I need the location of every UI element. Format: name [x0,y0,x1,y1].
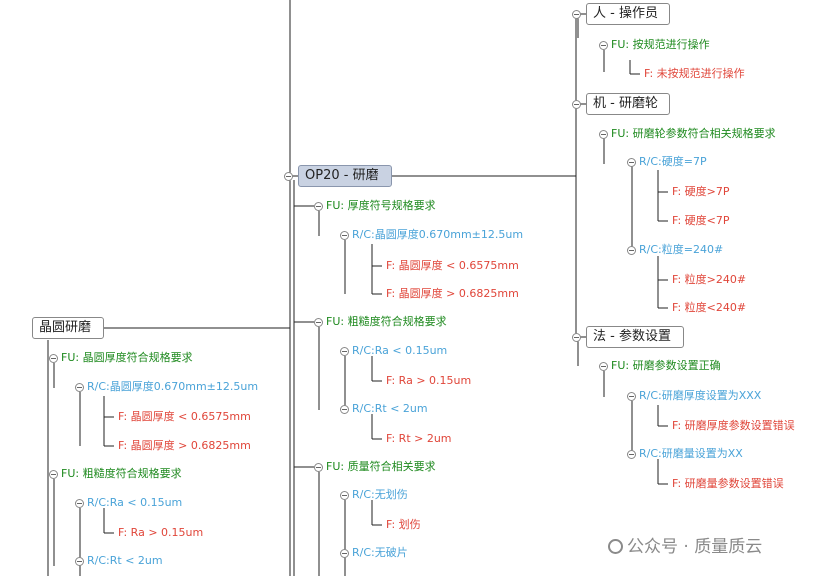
machine-node[interactable]: 机 - 研磨轮 [586,93,670,115]
op20-fu-quality: FU: 质量符合相关要求 [326,460,436,473]
op20-f-rt: F: Rt > 2um [386,432,452,445]
collapse-toggle-icon[interactable] [627,392,636,401]
collapse-toggle-icon[interactable] [340,347,349,356]
collapse-toggle-icon[interactable] [49,470,58,479]
collapse-toggle-icon[interactable] [627,450,636,459]
method-fu: FU: 研磨参数设置正确 [611,359,721,372]
machine-fu: FU: 研磨轮参数符合相关规格要求 [611,127,776,140]
op20-rc-ra: R/C:Ra < 0.15um [352,344,448,357]
op20-fu-thickness: FU: 厚度符号规格要求 [326,199,436,212]
person-f: F: 未按规范进行操作 [644,67,745,80]
collapse-toggle-icon[interactable] [314,202,323,211]
op20-f-scratch: F: 划伤 [386,518,421,531]
collapse-toggle-icon[interactable] [340,231,349,240]
collapse-toggle-icon[interactable] [627,246,636,255]
collapse-toggle-icon[interactable] [314,463,323,472]
collapse-toggle-icon[interactable] [599,41,608,50]
wafer-grinding-node[interactable]: 晶圆研磨 [32,317,104,339]
left-fu-rough: FU: 粗糙度符合规格要求 [61,467,182,480]
op20-rc-thickness: R/C:晶圆厚度0.670mm±12.5um [352,228,524,241]
left-rc-rt: R/C:Rt < 2um [87,554,163,567]
collapse-toggle-icon[interactable] [627,158,636,167]
method-node[interactable]: 法 - 参数设置 [586,326,684,348]
wechat-icon [608,539,623,554]
collapse-toggle-icon[interactable] [75,557,84,566]
op20-rc-scratch: R/C:无划伤 [352,488,408,501]
collapse-toggle-icon[interactable] [572,333,581,342]
machine-f-hard-lo: F: 硬度<7P [672,214,730,227]
op20-rc-rt: R/C:Rt < 2um [352,402,428,415]
watermark: 公众号 · 质量质云 [608,532,762,557]
left-rc-ra: R/C:Ra < 0.15um [87,496,183,509]
machine-rc-hardness: R/C:硬度=7P [639,155,707,168]
method-rc-thickness: R/C:研磨厚度设置为XXX [639,389,762,402]
op20-f-thick: F: 晶圆厚度 > 0.6825mm [386,287,519,300]
left-f-thick: F: 晶圆厚度 > 0.6825mm [118,439,251,452]
collapse-toggle-icon[interactable] [340,405,349,414]
method-f-amount: F: 研磨量参数设置错误 [672,477,784,490]
method-rc-amount: R/C:研磨量设置为XX [639,447,743,460]
machine-f-grit-lo: F: 粒度<240# [672,301,747,314]
collapse-toggle-icon[interactable] [75,499,84,508]
method-f-thickness: F: 研磨厚度参数设置错误 [672,419,795,432]
machine-f-hard-hi: F: 硬度>7P [672,185,730,198]
watermark-text: 公众号 · 质量质云 [627,537,763,557]
left-f-thin: F: 晶圆厚度 < 0.6575mm [118,410,251,423]
op20-f-ra: F: Ra > 0.15um [386,374,472,387]
collapse-toggle-icon[interactable] [75,383,84,392]
person-node[interactable]: 人 - 操作员 [586,3,670,25]
collapse-toggle-icon[interactable] [340,549,349,558]
op20-rc-chip: R/C:无破片 [352,546,408,559]
person-fu: FU: 按规范进行操作 [611,38,710,51]
op20-fu-rough: FU: 粗糙度符合规格要求 [326,315,447,328]
collapse-toggle-icon[interactable] [599,130,608,139]
machine-rc-grit: R/C:粒度=240# [639,243,724,256]
left-fu-thickness: FU: 晶圆厚度符合规格要求 [61,351,193,364]
collapse-toggle-icon[interactable] [572,100,581,109]
collapse-toggle-icon[interactable] [599,362,608,371]
collapse-toggle-icon[interactable] [49,354,58,363]
collapse-toggle-icon[interactable] [314,318,323,327]
op20-f-thin: F: 晶圆厚度 < 0.6575mm [386,259,519,272]
left-f-ra: F: Ra > 0.15um [118,526,204,539]
machine-f-grit-hi: F: 粒度>240# [672,273,747,286]
left-rc-thickness: R/C:晶圆厚度0.670mm±12.5um [87,380,259,393]
collapse-toggle-icon[interactable] [572,10,581,19]
collapse-toggle-icon[interactable] [284,172,293,181]
collapse-toggle-icon[interactable] [340,491,349,500]
op20-node[interactable]: OP20 - 研磨 [298,165,392,187]
